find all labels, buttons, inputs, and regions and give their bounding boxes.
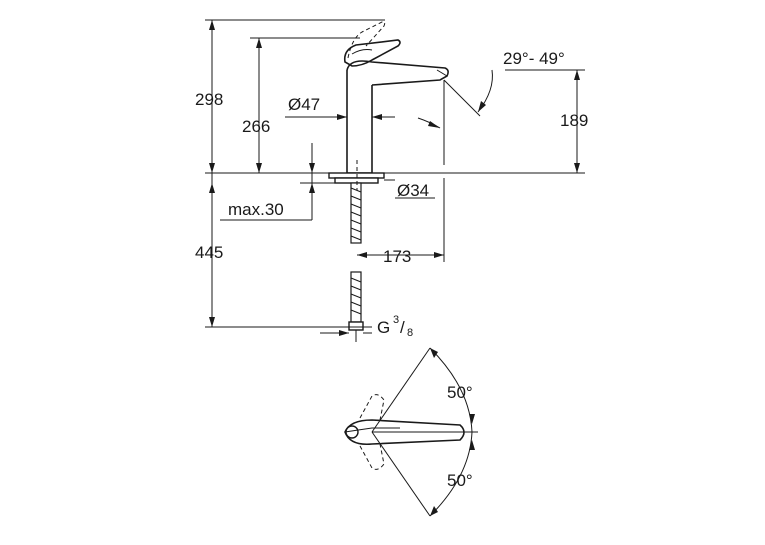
- dim-spout-angle: 29°- 49°: [503, 49, 565, 68]
- dim-body-diameter: Ø47: [288, 95, 320, 114]
- dim-spout-base-height: 189: [560, 111, 588, 130]
- faucet-top-view: [344, 347, 478, 517]
- dim-max-thickness: max.30: [228, 200, 284, 219]
- dim-hole-diameter: Ø34: [397, 181, 429, 200]
- dim-spout-reach: 173: [383, 247, 411, 266]
- dim-swivel-left: 50°: [447, 383, 473, 402]
- dim-spout-height: 266: [242, 117, 270, 136]
- dim-hose-length: 445: [195, 243, 223, 262]
- dimension-lines: [205, 19, 585, 336]
- dim-thread-prefix: G: [377, 318, 390, 337]
- dim-thread-numerator: 3: [393, 314, 399, 326]
- dim-thread-slash: /: [400, 318, 405, 337]
- dim-swivel-right: 50°: [447, 471, 473, 490]
- dim-thread-denominator: 8: [407, 327, 413, 339]
- dim-total-height: 298: [195, 90, 223, 109]
- faucet-side-view: [328, 21, 449, 342]
